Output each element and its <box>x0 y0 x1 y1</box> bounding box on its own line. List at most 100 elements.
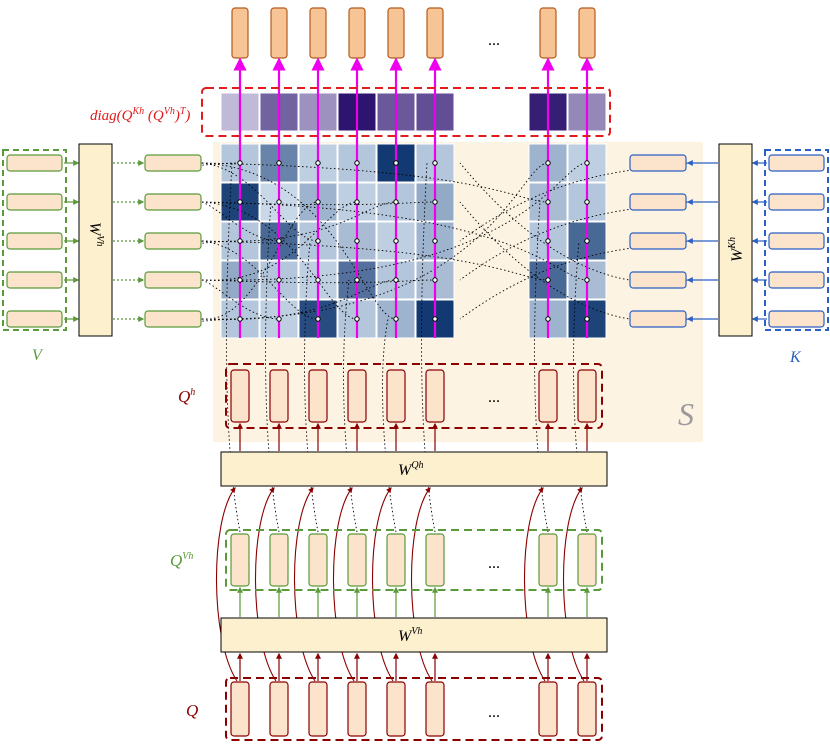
magenta-arrows <box>233 57 594 338</box>
qh-token <box>386 369 406 423</box>
v-input-token <box>6 271 63 289</box>
skip-arrow <box>332 487 355 682</box>
wkh-side-block <box>718 143 753 337</box>
q-border <box>225 677 603 741</box>
v-dotted-link <box>201 279 397 320</box>
junction-dot <box>276 199 282 205</box>
v-dotted-link <box>201 201 319 320</box>
ellipsis-qvh: ... <box>488 555 500 572</box>
k-projected-token <box>629 271 687 289</box>
v-dotted-link <box>201 240 319 320</box>
k-input-token <box>768 193 825 211</box>
v-border <box>2 149 67 331</box>
junction-dot <box>237 238 243 244</box>
q-tokens <box>230 681 597 737</box>
junction-dot <box>432 277 438 283</box>
qvh-token <box>577 533 597 587</box>
k-dotted-link <box>459 201 689 281</box>
junction-dot <box>584 199 590 205</box>
output-token <box>539 7 557 59</box>
junction-dot <box>545 316 551 322</box>
junction-dot <box>276 160 282 166</box>
wvh-label: WVh <box>398 626 422 645</box>
qh-token <box>269 369 289 423</box>
junction-dot <box>237 277 243 283</box>
k-label: K <box>789 349 802 366</box>
junction-dot <box>354 160 360 166</box>
k-input-token <box>768 271 825 289</box>
junction-dot <box>432 160 438 166</box>
junction-dot <box>354 199 360 205</box>
qvh-dotted-link <box>265 201 280 533</box>
qvh-token <box>347 533 367 587</box>
qvh-border <box>225 529 603 591</box>
side-blocks <box>6 154 825 328</box>
junction-dot <box>393 238 399 244</box>
curved-arrows <box>215 487 585 682</box>
junction-dot <box>315 238 321 244</box>
k-input-token <box>768 310 825 328</box>
q-token <box>538 681 558 737</box>
v-label: V <box>32 347 44 364</box>
junction-dot <box>432 199 438 205</box>
s-label: S <box>678 396 694 432</box>
qh-token <box>425 369 445 423</box>
junction-dot <box>276 316 282 322</box>
v-input-token <box>6 154 63 172</box>
k-border <box>764 149 829 331</box>
junction-dot <box>584 277 590 283</box>
k-dotted-link <box>459 162 689 242</box>
qh-tokens <box>230 369 597 423</box>
output-token <box>348 7 366 59</box>
qvh-token <box>308 533 328 587</box>
wkh-side-label: WKh <box>727 237 746 262</box>
qvh-token <box>386 533 406 587</box>
ellipsis-qh: ... <box>488 389 500 406</box>
q-token <box>269 681 289 737</box>
v-projected-token <box>144 193 202 211</box>
output-token <box>426 7 444 59</box>
qvh-token <box>230 533 250 587</box>
junction-dot <box>584 160 590 166</box>
skip-arrow <box>293 487 316 682</box>
v-projected-token <box>144 310 202 328</box>
output-token <box>309 7 327 59</box>
v-dotted-link <box>201 162 549 203</box>
junction-dot <box>393 316 399 322</box>
output-token <box>231 7 249 59</box>
k-projected-token <box>629 154 687 172</box>
q-token <box>577 681 597 737</box>
junction-dot <box>276 277 282 283</box>
v-projected-token <box>144 271 202 289</box>
junction-dot <box>584 238 590 244</box>
output-token <box>270 7 288 59</box>
v-dotted-link <box>201 201 397 242</box>
qvh-dotted-link <box>421 162 436 533</box>
v-dotted-link <box>201 162 319 242</box>
k-input-token <box>768 154 825 172</box>
skip-arrow <box>410 487 433 682</box>
qvh-token <box>538 533 558 587</box>
output-tokens <box>231 7 596 59</box>
qh-token <box>577 369 597 423</box>
junction-dot <box>237 160 243 166</box>
qh-label: Qh <box>178 387 195 406</box>
v-dotted-link <box>201 201 280 242</box>
qvh-label: QVh <box>170 551 193 570</box>
q-token <box>425 681 445 737</box>
junction-dot <box>393 199 399 205</box>
v-input-token <box>6 193 63 211</box>
junction-dot <box>237 316 243 322</box>
k-input-token <box>768 232 825 250</box>
junction-dot <box>545 199 551 205</box>
skip-arrow <box>254 487 277 682</box>
wvh-side-label: WVh <box>86 222 105 246</box>
junction-dot <box>432 238 438 244</box>
output-token <box>578 7 596 59</box>
skip-arrow <box>371 487 394 682</box>
q-token <box>347 681 367 737</box>
ellipsis-q: ... <box>488 704 500 721</box>
qh-token <box>308 369 328 423</box>
diag-border <box>201 87 611 137</box>
v-input-token <box>6 310 63 328</box>
